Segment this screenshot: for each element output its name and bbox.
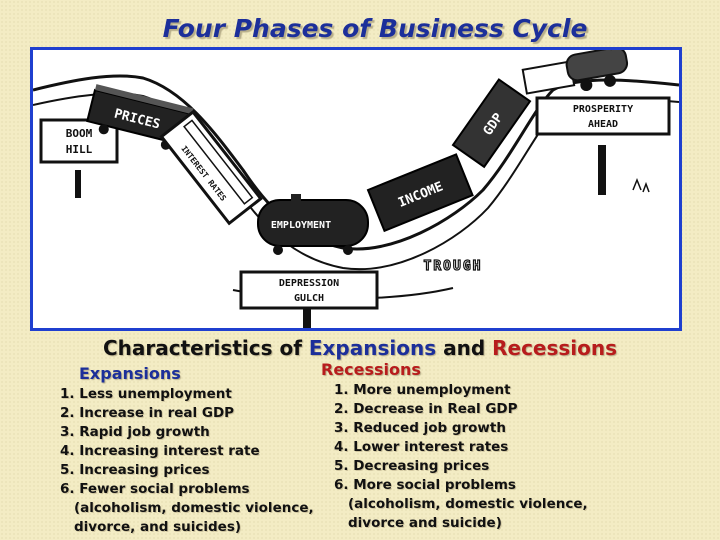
list-item: 4. Increasing interest rate [60, 443, 260, 459]
list-item: 3. Reduced job growth [334, 420, 506, 436]
depression-sign-line1: DEPRESSION [279, 278, 339, 289]
recessions-list: 1. More unemployment 2. Decrease in Real… [334, 381, 588, 533]
list-item: (alcoholism, domestic violence, [74, 500, 314, 516]
heading-expansions-word: Expansions [308, 336, 437, 360]
prosperity-sign-line1: PROSPERITY [573, 104, 633, 115]
prosperity-ahead-sign: PROSPERITY AHEAD [535, 96, 671, 195]
list-item: 6. More social problems [334, 477, 516, 493]
income-car: INCOME [366, 153, 474, 233]
depression-gulch-sign: DEPRESSION GULCH [239, 270, 379, 328]
business-cycle-cartoon: BOOM HILL PROSPERITY AHEAD DEPRESSION GU… [30, 47, 682, 331]
characteristics-heading: Characteristics of Expansions and Recess… [0, 336, 720, 360]
trough-label: TROUGH [424, 259, 483, 274]
boom-sign-line1: BOOM [66, 127, 93, 140]
list-item: 1. More unemployment [334, 382, 511, 398]
list-item: 4. Lower interest rates [334, 439, 509, 455]
locomotive [521, 50, 629, 95]
prosperity-sign-line2: AHEAD [588, 119, 618, 130]
heading-recessions-word: Recessions [492, 336, 618, 360]
list-item: 6. Fewer social problems [60, 481, 250, 497]
list-item: 2. Increase in real GDP [60, 405, 235, 421]
list-item: 1. Less unemployment [60, 386, 232, 402]
heading-and-word: and [436, 336, 493, 360]
heading-prefix: Characteristics of [102, 336, 309, 360]
list-item: 5. Increasing prices [60, 462, 210, 478]
list-item: 2. Decrease in Real GDP [334, 401, 518, 417]
list-item: 3. Rapid job growth [60, 424, 210, 440]
boom-sign-line2: HILL [66, 143, 93, 156]
list-item: divorce and suicide) [348, 515, 502, 531]
gdp-car: GDP [451, 78, 532, 169]
page-title: Four Phases of Business Cycle [162, 14, 588, 43]
employment-car: EMPLOYMENT [257, 194, 369, 255]
expansions-list: 1. Less unemployment 2. Increase in real… [60, 385, 314, 537]
list-item: divorce, and suicides) [74, 519, 242, 535]
employment-car-label: EMPLOYMENT [271, 220, 331, 231]
track-upper-line [33, 74, 679, 251]
depression-sign-line2: GULCH [294, 293, 324, 304]
recessions-heading: Recessions [321, 360, 421, 379]
list-item: (alcoholism, domestic violence, [348, 496, 588, 512]
expansions-heading: Expansions [79, 364, 181, 383]
list-item: 5. Decreasing prices [334, 458, 490, 474]
